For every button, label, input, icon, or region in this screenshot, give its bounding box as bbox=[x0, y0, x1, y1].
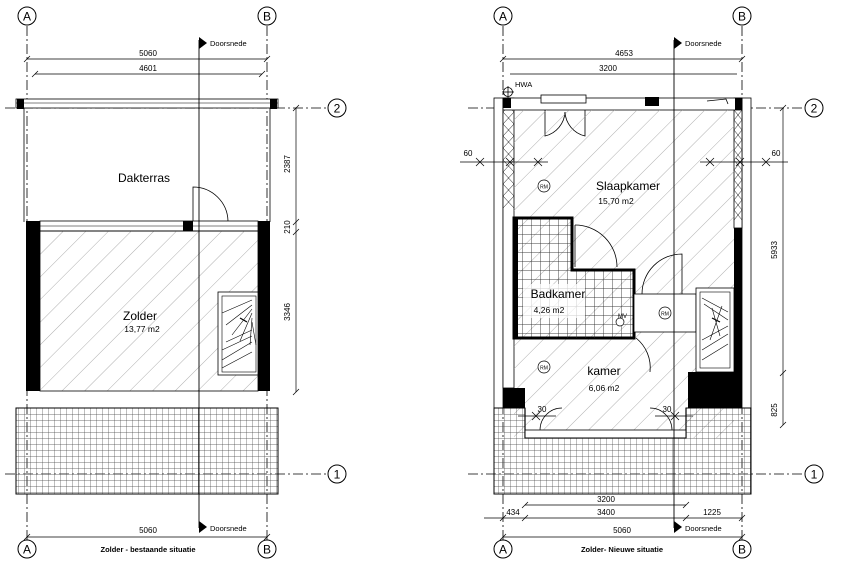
left-dim-top-outer: 5060 bbox=[139, 49, 157, 58]
left-section-label-top: Doorsnede bbox=[210, 39, 247, 48]
axis-a-top-right: A bbox=[499, 10, 507, 24]
axis-a-bottom: A bbox=[23, 543, 31, 557]
axis-1-right: 1 bbox=[811, 468, 818, 482]
right-dim-bottom-3200: 3200 bbox=[597, 495, 615, 504]
right-plan: 4653 3200 HWA bbox=[460, 37, 788, 554]
axis-b-top: B bbox=[263, 10, 271, 24]
left-dim-top-inner: 4601 bbox=[139, 64, 157, 73]
right-stair bbox=[695, 287, 735, 373]
left-dim-right-2: 210 bbox=[283, 220, 292, 234]
right-dim-top-inner: 3200 bbox=[599, 64, 617, 73]
right-dim-side-right: 60 bbox=[772, 149, 781, 158]
axis-a-top: A bbox=[23, 10, 31, 24]
axis-a-bottom-right: A bbox=[499, 543, 507, 557]
right-dim-bottom-3400: 3400 bbox=[597, 508, 615, 517]
rm-slaapkamer: RM bbox=[540, 185, 548, 191]
left-stair bbox=[217, 291, 259, 376]
rm-kamer: RM bbox=[540, 366, 548, 372]
right-hwa-label: HWA bbox=[515, 80, 532, 89]
right-dim-30-left: 30 bbox=[538, 405, 547, 414]
right-dim-side-left: 60 bbox=[464, 149, 473, 158]
slaapkamer-area: 15,70 m2 bbox=[598, 196, 634, 206]
kamer-name: kamer bbox=[587, 364, 620, 378]
right-section-label-top: Doorsnede bbox=[685, 39, 722, 48]
axis-b-bottom: B bbox=[263, 543, 271, 557]
left-plan: 5060 4601 Dakterras Zolder 13,77 m2 bbox=[15, 37, 300, 554]
right-dim-bottom-total: 5060 bbox=[613, 526, 631, 535]
right-dim-bottom-434: 434 bbox=[506, 508, 520, 517]
axis-1-left: 1 bbox=[334, 468, 341, 482]
mv-label: MV bbox=[618, 314, 627, 320]
slaapkamer-name: Slaapkamer bbox=[596, 179, 660, 193]
right-dim-right-2: 825 bbox=[770, 403, 779, 417]
axis-b-bottom-right: B bbox=[738, 543, 746, 557]
right-dim-top-outer: 4653 bbox=[615, 49, 633, 58]
left-terrace-label: Dakterras bbox=[118, 171, 170, 185]
left-dim-right-1: 2387 bbox=[283, 155, 292, 173]
left-room-area: 13,77 m2 bbox=[124, 324, 160, 334]
left-section-label-bottom: Doorsnede bbox=[210, 524, 247, 533]
rm-landing: RM bbox=[661, 312, 669, 318]
badkamer-area: 4,26 m2 bbox=[534, 305, 565, 315]
axis-2-right: 2 bbox=[811, 102, 818, 116]
grid-bubbles: A B A B A B A B 2 1 2 1 bbox=[17, 6, 824, 559]
left-room-name: Zolder bbox=[123, 309, 157, 323]
right-section-label-bottom: Doorsnede bbox=[685, 524, 722, 533]
badkamer-name: Badkamer bbox=[531, 287, 586, 301]
right-caption: Zolder- Nieuwe situatie bbox=[581, 545, 663, 554]
left-dim-bottom: 5060 bbox=[139, 526, 157, 535]
right-dim-30-right: 30 bbox=[663, 405, 672, 414]
right-dim-right-1: 5933 bbox=[770, 241, 779, 259]
right-dim-bottom-1225: 1225 bbox=[703, 508, 721, 517]
axis-2-left: 2 bbox=[334, 102, 341, 116]
axis-b-top-right: B bbox=[738, 10, 746, 24]
left-dim-right-3: 3346 bbox=[283, 303, 292, 321]
kamer-area: 6,06 m2 bbox=[589, 383, 620, 393]
left-caption: Zolder - bestaande situatie bbox=[100, 545, 195, 554]
